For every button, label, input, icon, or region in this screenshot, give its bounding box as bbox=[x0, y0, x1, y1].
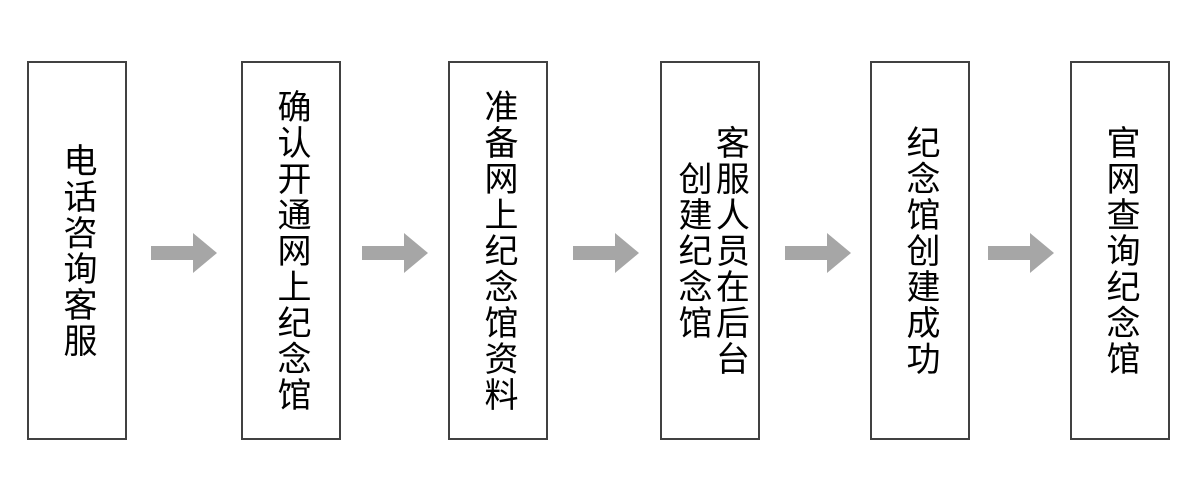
flow-node-step-5[interactable]: 纪念馆创建成功 bbox=[870, 61, 970, 440]
flow-node-step-1[interactable]: 电话咨询客服 bbox=[27, 61, 127, 440]
flow-node-step-4[interactable]: 客服人员在后台创建纪念馆 bbox=[660, 61, 760, 440]
arrow-right-icon-2 bbox=[362, 233, 428, 273]
flow-node-label: 官网查询纪念馆 bbox=[1101, 124, 1140, 377]
flow-node-label: 准备网上纪念馆资料 bbox=[479, 88, 518, 413]
flow-node-step-2[interactable]: 确认开通网上纪念馆 bbox=[241, 61, 341, 440]
flow-node-step-3[interactable]: 准备网上纪念馆资料 bbox=[448, 61, 548, 440]
flow-node-label: 电话咨询客服 bbox=[58, 142, 97, 359]
flow-node-label: 确认开通网上纪念馆 bbox=[272, 88, 311, 413]
flow-node-label: 纪念馆创建成功 bbox=[901, 124, 940, 377]
arrow-right-icon-1 bbox=[151, 233, 217, 273]
flow-node-label: 客服人员在后台创建纪念馆 bbox=[673, 124, 749, 377]
flow-node-step-6[interactable]: 官网查询纪念馆 bbox=[1070, 61, 1170, 440]
arrow-right-icon-3 bbox=[573, 233, 639, 273]
arrow-right-icon-5 bbox=[988, 233, 1054, 273]
arrow-right-icon-4 bbox=[785, 233, 851, 273]
